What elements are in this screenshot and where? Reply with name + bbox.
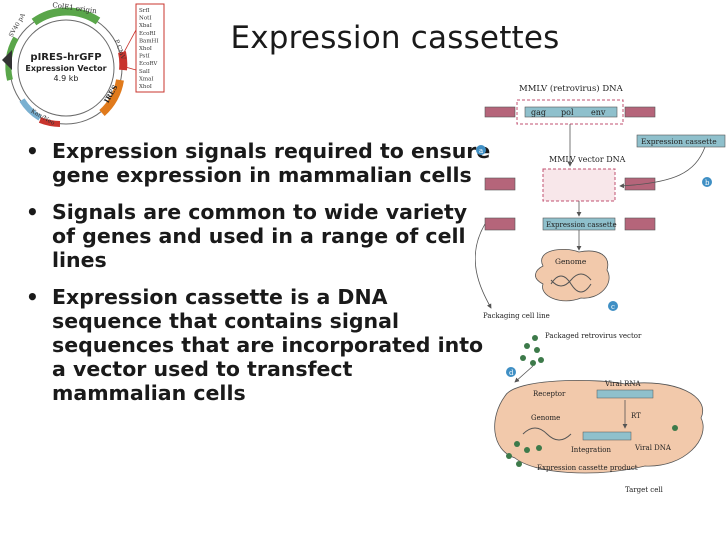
genes-bar bbox=[524, 106, 618, 118]
vector-title: MMLV vector DNA bbox=[549, 155, 626, 164]
gene-env: env bbox=[591, 108, 606, 117]
mcs-site: NotI bbox=[139, 16, 152, 22]
mcs-site-list: SrfINotIXbaIEcoRIBamHIXhoIPstIEcoRVSalIX… bbox=[139, 8, 159, 90]
step-a-label: a bbox=[479, 147, 483, 155]
ltr-left bbox=[484, 106, 516, 118]
retrovirus-diagram: MMLV (retrovirus) DNA gag pol env Expres… bbox=[475, 83, 726, 494]
bullet-text: Expression signals required to ensure ge… bbox=[52, 139, 491, 187]
gene-pol: pol bbox=[561, 108, 574, 117]
integration-label: Integration bbox=[571, 446, 611, 454]
packaging-label-text: Packaging cell line bbox=[483, 312, 550, 320]
plasmid-name: pIRES-hrGFP bbox=[30, 52, 101, 63]
bullet-text: Signals are common to wide variety of ge… bbox=[52, 200, 468, 272]
product-label: Expression cassette product bbox=[537, 464, 638, 472]
bullet-dot: • bbox=[26, 139, 39, 163]
target-cell bbox=[494, 380, 704, 474]
bullet-dot: • bbox=[26, 285, 39, 309]
bullet-dot: • bbox=[26, 200, 39, 224]
genome2-label: Genome bbox=[531, 414, 560, 422]
mmlv-title: MMLV (retrovirus) DNA bbox=[519, 83, 624, 94]
packaging-cell bbox=[535, 249, 610, 302]
bullet-item: • Expression signals required to ensure g… bbox=[22, 139, 492, 187]
mcs-site: PstI bbox=[139, 54, 150, 60]
step-c-marker bbox=[608, 301, 618, 311]
genome-label: Genome bbox=[555, 257, 587, 266]
receptor-label: Receptor bbox=[533, 390, 566, 398]
step-b-marker bbox=[702, 177, 712, 187]
left-label: SV40 pA bbox=[8, 12, 27, 39]
viral-dna-label: Viral DNA bbox=[634, 444, 672, 452]
mcs-arc bbox=[118, 51, 128, 71]
mcs-site: EcoRI bbox=[139, 31, 156, 37]
step-c-label: c bbox=[611, 303, 615, 311]
step-a-marker bbox=[476, 145, 486, 155]
bullet-item: • Signals are common to wide variety of g… bbox=[22, 200, 492, 272]
step-d-marker bbox=[506, 367, 516, 377]
packaging-label: Packaging cell line bbox=[483, 312, 550, 320]
ires-arc bbox=[99, 79, 124, 116]
expression-cassette-mid-label: Expression cassette bbox=[546, 221, 617, 229]
step-d-label: d bbox=[509, 369, 514, 377]
mcs-site: EcoRV bbox=[139, 61, 158, 67]
bullet-text: Expression cassette is a DNA sequence th… bbox=[52, 285, 484, 405]
cmv-label: P CMV bbox=[113, 39, 127, 62]
bullet-list: • Expression signals required to ensure g… bbox=[22, 139, 492, 418]
ltr-right bbox=[624, 106, 656, 118]
step-b-label: b bbox=[705, 179, 710, 187]
plasmid-map-figure: ColE1 origin SV40 pA Kan/Neo IRES P CMV … bbox=[2, 1, 165, 127]
mcs-site: XhoI bbox=[139, 46, 152, 52]
plasmid-subtitle: Expression Vector bbox=[25, 64, 106, 73]
expression-cassette-top-label: Expression cassette bbox=[641, 137, 717, 146]
mcs-site: XhoI bbox=[139, 84, 152, 90]
bullet-item: • Expression cassette is a DNA sequence t… bbox=[22, 285, 492, 405]
cell-particles bbox=[506, 425, 678, 467]
packaged-label: Packaged retrovirus vector bbox=[545, 332, 642, 340]
mcs-site: XbaI bbox=[139, 23, 152, 29]
plasmid-size: 4.9 kb bbox=[54, 74, 79, 83]
vector-insert-box bbox=[542, 168, 616, 202]
mcs-site: SalI bbox=[139, 69, 150, 75]
virus-particles bbox=[520, 335, 544, 366]
mcs-site: XmaI bbox=[139, 76, 154, 82]
rt-label: RT bbox=[631, 412, 641, 420]
mcs-site: SrfI bbox=[139, 8, 150, 14]
viral-rna-label: Viral RNA bbox=[604, 380, 642, 388]
slide-title: Expression cassettes bbox=[230, 20, 560, 56]
target-label: Target cell bbox=[625, 486, 664, 494]
gene-gag: gag bbox=[531, 108, 546, 117]
ori-arc bbox=[31, 7, 101, 26]
mcs-site: BamHI bbox=[139, 38, 159, 44]
expression-cassette-box-top bbox=[636, 134, 726, 148]
